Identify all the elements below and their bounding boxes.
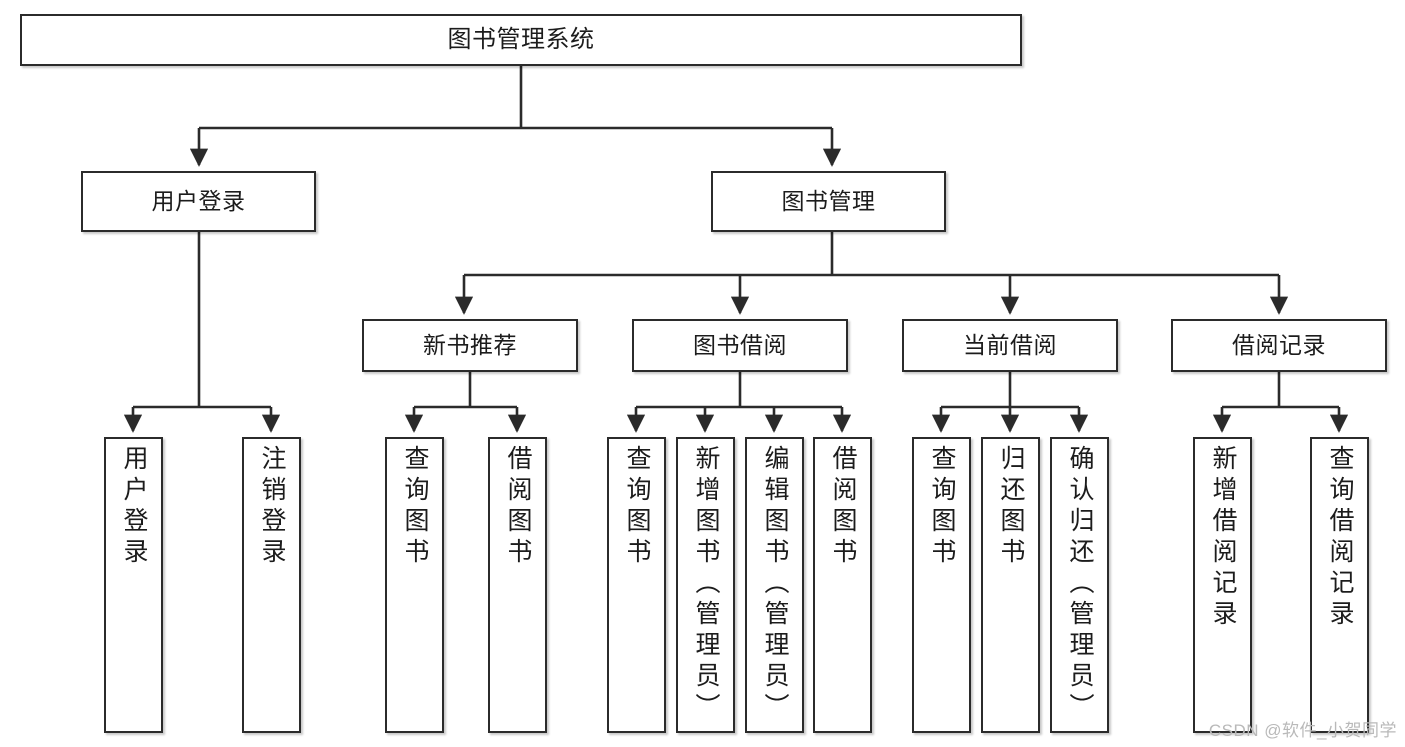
node-label: 借阅记录 xyxy=(1232,331,1326,358)
node-label: 图书管理系统 xyxy=(447,25,595,53)
node-label: 查询图书 xyxy=(928,445,956,569)
node-label: 新增图书（管理员） xyxy=(692,445,720,724)
node-label: 图书借阅 xyxy=(693,331,787,358)
node-leaf-query-book-recommend[interactable]: 查询图书 xyxy=(385,437,444,733)
node-label: 用户登录 xyxy=(151,187,246,214)
node-leaf-query-book-current[interactable]: 查询图书 xyxy=(912,437,971,733)
node-leaf-add-book-admin[interactable]: 新增图书（管理员） xyxy=(676,437,735,733)
node-leaf-borrow-book[interactable]: 借阅图书 xyxy=(813,437,872,733)
node-label: 确认归还（管理员） xyxy=(1066,445,1094,724)
node-leaf-return-book[interactable]: 归还图书 xyxy=(981,437,1040,733)
node-root-system[interactable]: 图书管理系统 xyxy=(20,14,1022,66)
node-label: 新书推荐 xyxy=(423,331,517,358)
node-label: 查询图书 xyxy=(623,445,651,569)
node-borrow-record[interactable]: 借阅记录 xyxy=(1171,319,1387,372)
node-leaf-logout[interactable]: 注销登录 xyxy=(242,437,301,733)
node-label: 注销登录 xyxy=(258,445,286,569)
node-label: 查询借阅记录 xyxy=(1326,445,1354,631)
node-leaf-borrow-book-recommend[interactable]: 借阅图书 xyxy=(488,437,547,733)
node-leaf-user-login[interactable]: 用户登录 xyxy=(104,437,163,733)
node-label: 编辑图书（管理员） xyxy=(761,445,789,724)
node-user-login[interactable]: 用户登录 xyxy=(81,171,316,232)
node-label: 归还图书 xyxy=(997,445,1025,569)
node-leaf-add-borrow-record[interactable]: 新增借阅记录 xyxy=(1193,437,1252,733)
node-book-borrow[interactable]: 图书借阅 xyxy=(632,319,848,372)
node-label: 当前借阅 xyxy=(963,331,1057,358)
node-leaf-query-book-borrow[interactable]: 查询图书 xyxy=(607,437,666,733)
node-current-borrow[interactable]: 当前借阅 xyxy=(902,319,1118,372)
node-label: 查询图书 xyxy=(401,445,429,569)
node-leaf-confirm-return-admin[interactable]: 确认归还（管理员） xyxy=(1050,437,1109,733)
node-label: 用户登录 xyxy=(120,445,148,569)
node-new-book-recommend[interactable]: 新书推荐 xyxy=(362,319,578,372)
node-leaf-edit-book-admin[interactable]: 编辑图书（管理员） xyxy=(745,437,804,733)
node-label: 图书管理 xyxy=(781,187,876,214)
node-label: 借阅图书 xyxy=(504,445,532,569)
node-book-management[interactable]: 图书管理 xyxy=(711,171,946,232)
node-leaf-query-borrow-record[interactable]: 查询借阅记录 xyxy=(1310,437,1369,733)
node-label: 借阅图书 xyxy=(829,445,857,569)
node-label: 新增借阅记录 xyxy=(1209,445,1237,631)
